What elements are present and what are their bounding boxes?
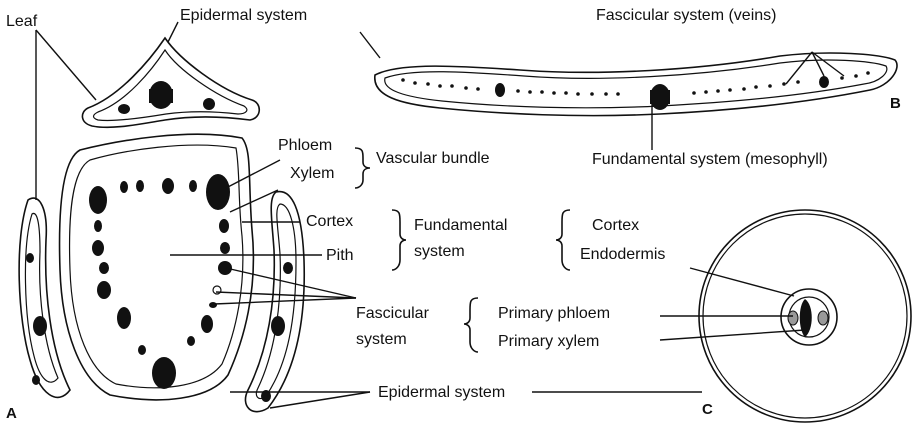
leaf-blade <box>375 53 897 116</box>
leaf-cross-section <box>82 38 259 127</box>
label-panel-c: C <box>702 401 713 418</box>
label-epidermal-top: Epidermal system <box>180 7 307 24</box>
label-primary-phloem: Primary phloem <box>498 305 610 322</box>
label-panel-b: B <box>890 95 901 112</box>
vascular-bundles <box>89 174 232 389</box>
label-fascicular-1: Fascicular <box>356 305 430 322</box>
label-fundamental-1: Fundamental <box>414 217 507 234</box>
label-pith: Pith <box>326 247 354 264</box>
label-phloem: Phloem <box>278 137 332 154</box>
label-cortex-a: Cortex <box>306 213 353 230</box>
leader-lines <box>36 22 844 408</box>
label-fascicular-veins: Fascicular system (veins) <box>596 7 776 24</box>
label-endodermis: Endodermis <box>580 246 665 263</box>
label-epidermal-bottom: Epidermal system <box>378 384 505 401</box>
label-fascicular-2: system <box>356 331 407 348</box>
label-primary-xylem: Primary xylem <box>498 333 599 350</box>
label-fundamental-mesophyll: Fundamental system (mesophyll) <box>592 151 828 168</box>
label-xylem: Xylem <box>290 165 334 182</box>
stem-cross-section <box>19 134 304 411</box>
label-cortex-c: Cortex <box>592 217 639 234</box>
label-vascular-bundle: Vascular bundle <box>376 150 490 167</box>
label-fundamental-2: system <box>414 243 465 260</box>
label-leaf: Leaf <box>6 13 38 30</box>
label-panel-a: A <box>6 405 17 422</box>
